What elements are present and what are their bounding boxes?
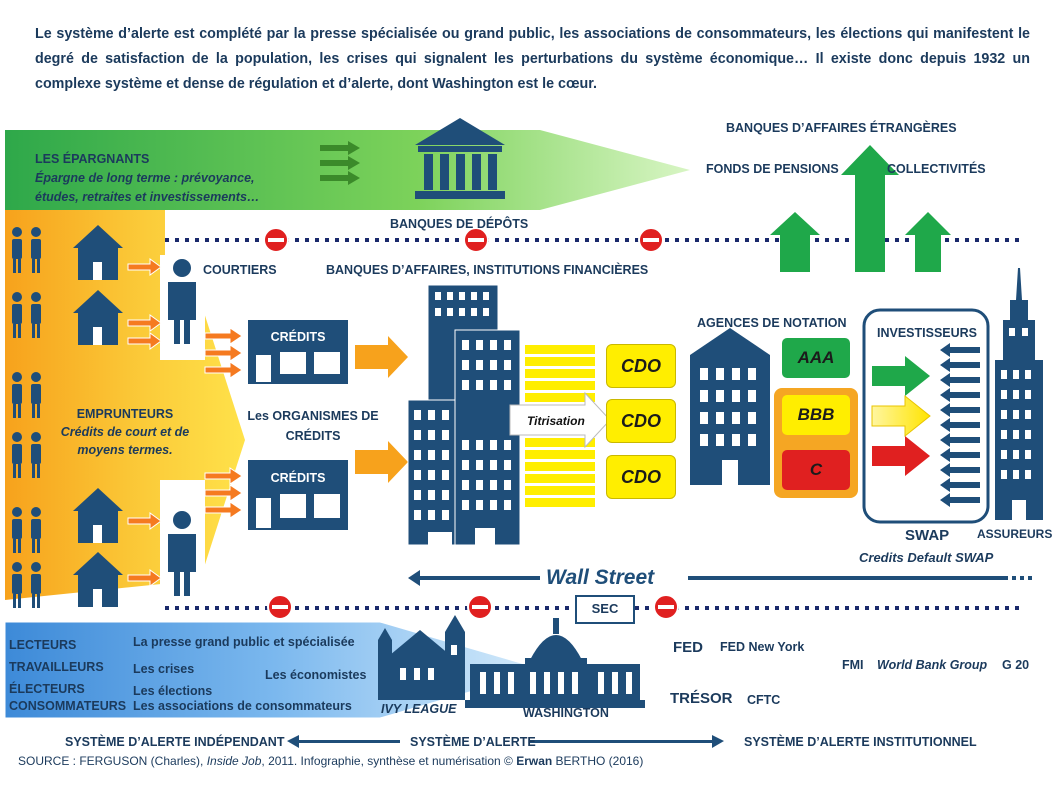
label-world-bank: World Bank Group	[877, 658, 988, 672]
titrisation-label: Titrisation	[527, 414, 585, 428]
sec-box	[575, 595, 635, 624]
label-rating-agencies: AGENCES DE NOTATION	[697, 316, 847, 330]
savers-line1: Épargne de long terme : prévoyance,	[35, 171, 255, 185]
label-alert-system: SYSTÈME D’ALERTE	[410, 735, 536, 749]
label-readers: LECTEURS	[9, 638, 77, 652]
label-investment-banks: BANQUES D’AFFAIRES, INSTITUTIONS FINANCI…	[326, 263, 649, 277]
label-washington: WASHINGTON	[523, 706, 609, 720]
label-institutional-alert: SYSTÈME D’ALERTE INSTITUTIONNEL	[744, 735, 977, 749]
label-deposit-banks: BANQUES DE DÉPÔTS	[390, 217, 529, 231]
credits-label-2: CRÉDITS	[270, 471, 326, 485]
label-fed: FED	[673, 639, 703, 656]
credits-office-1	[248, 320, 348, 384]
borrowers-line1: Crédits de court et de	[60, 425, 190, 439]
label-cds: Credits Default SWAP	[859, 550, 994, 565]
stop-signs-top	[263, 227, 664, 253]
label-independent-alert: SYSTÈME D’ALERTE INDÉPENDANT	[65, 735, 285, 749]
wall-street-label: Wall Street	[546, 566, 655, 589]
label-foreign-investment-banks: BANQUES D’AFFAIRES ÉTRANGÈRES	[726, 121, 957, 135]
rating-aaa: AAA	[782, 338, 850, 378]
label-investors: INVESTISSEURS	[877, 326, 978, 340]
label-consumers: CONSOMMATEURS	[9, 699, 127, 713]
label-press: La presse grand public et spécialisée	[133, 635, 355, 649]
credits-office-2	[248, 460, 348, 530]
sec-label: SEC	[591, 601, 619, 616]
cdo-box-3: CDO	[606, 455, 676, 499]
label-collectivities: COLLECTIVITÉS	[887, 162, 986, 176]
label-crises: Les crises	[133, 662, 195, 676]
label-brokers: COURTIERS	[203, 263, 277, 277]
label-elections: Les élections	[133, 684, 213, 698]
house-icons	[73, 225, 123, 607]
label-pension-funds: FONDS DE PENSIONS	[706, 162, 839, 176]
insurer-arrows	[940, 343, 980, 507]
orange-arrows-banks	[355, 336, 408, 483]
rating-c: C	[782, 450, 850, 490]
orange-arrows-credits	[204, 327, 243, 519]
broker-icons	[168, 259, 196, 596]
investor-arrows	[871, 356, 931, 476]
small-green-arrows	[320, 141, 360, 185]
cdo-box-2: CDO	[606, 399, 676, 443]
label-insurers: ASSUREURS	[977, 527, 1053, 541]
tower-windows	[414, 292, 511, 545]
intro-paragraph: Le système d’alerte est complété par la …	[35, 26, 1030, 92]
source-line: SOURCE : FERGUSON (Charles), Inside Job,…	[18, 754, 643, 768]
label-workers: TRAVAILLEURS	[9, 660, 104, 674]
savers-title: LES ÉPARGNANTS	[35, 152, 150, 166]
wall-street-arrow	[408, 570, 1032, 586]
alert-system-axis	[287, 735, 724, 748]
cdo-box-1: CDO	[606, 344, 676, 388]
credit-organisms-line2: CRÉDITS	[285, 429, 341, 443]
label-fed-ny: FED New York	[720, 640, 805, 654]
label-associations: Les associations de consommateurs	[133, 699, 352, 713]
source-author-last: BERTHO (2016)	[552, 754, 644, 768]
securitization-strips	[525, 345, 595, 507]
orange-arrows-left	[127, 258, 162, 587]
source-title: Inside Job	[206, 754, 262, 768]
label-treasury: TRÉSOR	[670, 690, 733, 707]
stop-signs-bottom	[267, 594, 679, 620]
label-imf: FMI	[842, 658, 864, 672]
source-author-first: Erwan	[516, 754, 553, 768]
borrowers-label: EMPRUNTEURS Crédits de court et de moyen…	[50, 405, 200, 459]
titrisation-arrow	[509, 391, 611, 449]
label-ivy-league: IVY LEAGUE	[381, 702, 457, 716]
rating-bbb: BBB	[782, 395, 850, 435]
credit-organisms-line1: Les ORGANISMES DE	[247, 409, 379, 423]
borrowers-line2: moyens termes.	[77, 443, 173, 457]
source-suffix: , 2011. Infographie, synthèse et numéris…	[261, 754, 517, 768]
label-swap: SWAP	[905, 527, 950, 544]
label-voters: ÉLECTEURS	[9, 682, 85, 696]
people-icons	[12, 227, 41, 608]
savers-line2: études, retraites et investissements…	[35, 190, 260, 204]
borrowers-title: EMPRUNTEURS	[76, 407, 174, 421]
credits-label-1: CRÉDITS	[270, 330, 326, 344]
credit-organisms-label: Les ORGANISMES DE CRÉDITS	[238, 406, 388, 446]
savers-band	[5, 130, 690, 210]
insurers-tower	[995, 268, 1043, 520]
label-cftc: CFTC	[747, 693, 781, 707]
source-prefix: SOURCE : FERGUSON (Charles),	[18, 754, 207, 768]
green-up-arrows	[770, 145, 951, 272]
deposit-bank-icon	[415, 118, 505, 199]
label-economists: Les économistes	[265, 668, 367, 682]
label-g20: G 20	[1002, 658, 1030, 672]
